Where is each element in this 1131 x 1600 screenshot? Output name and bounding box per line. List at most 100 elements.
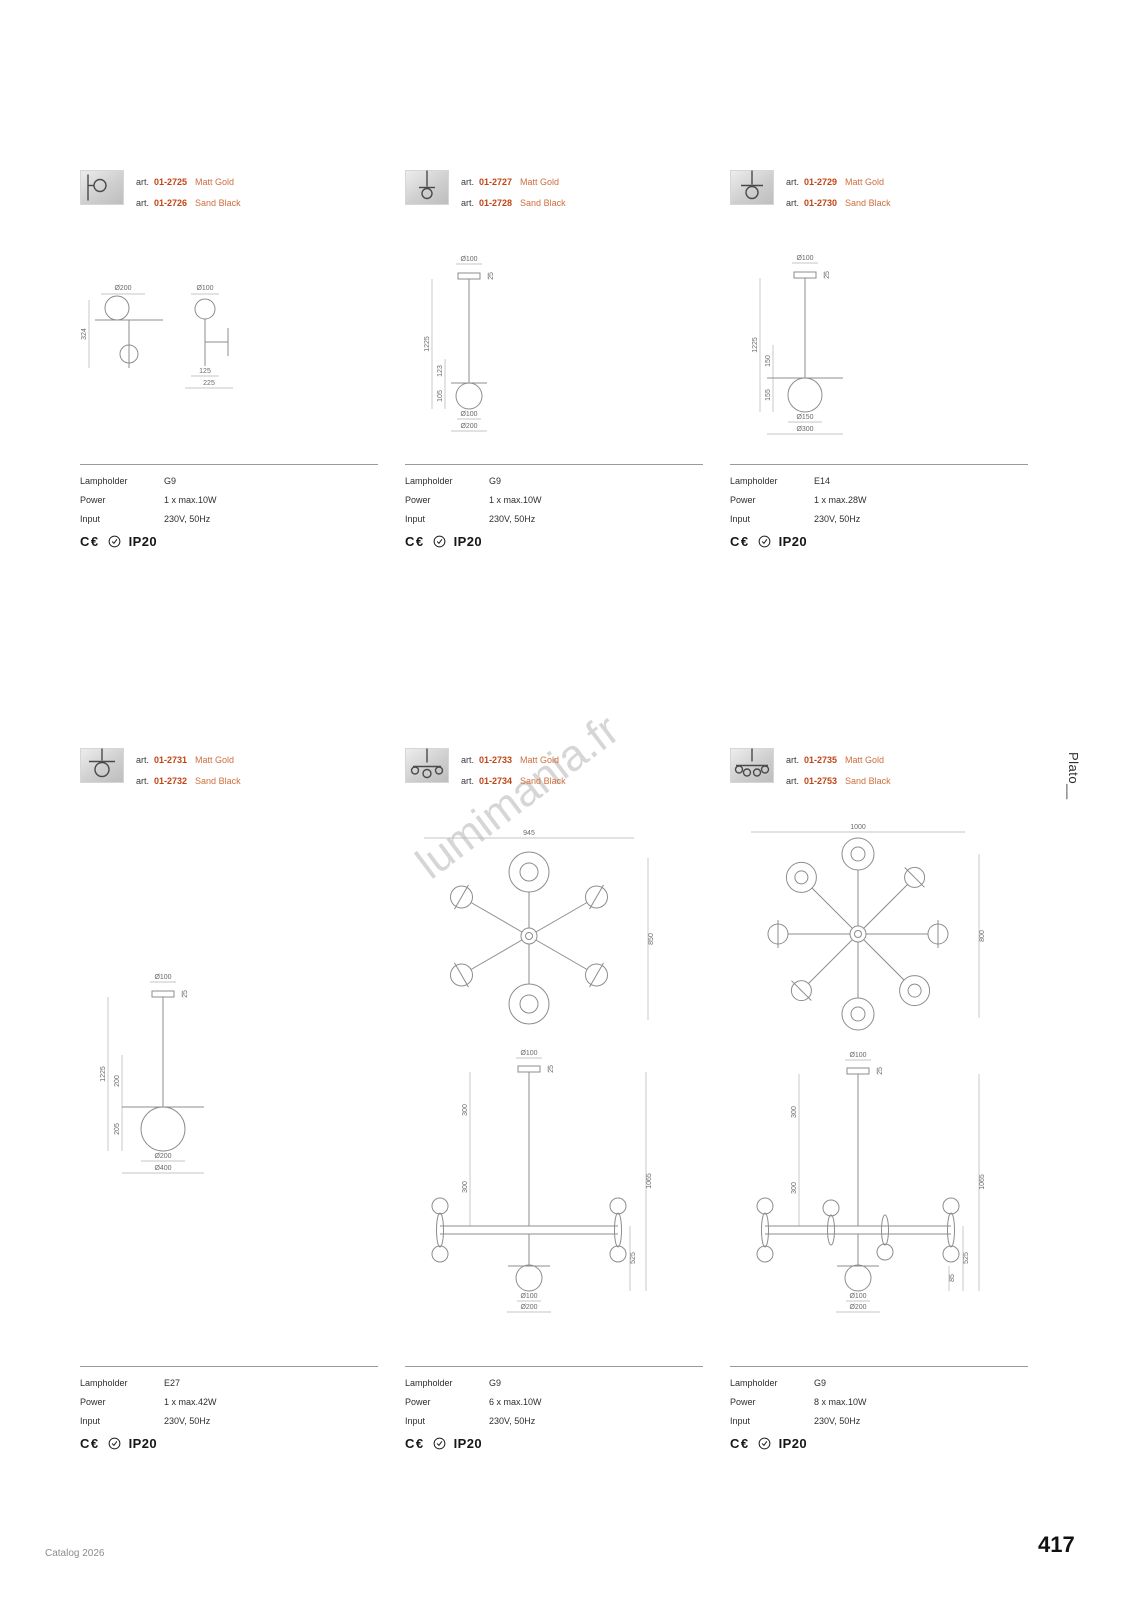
dim-label: 324 [81,328,88,340]
spec-label: Lampholder [80,476,128,486]
art-label: art. [136,755,150,765]
cert-icon [108,1437,121,1450]
spec-value: 6 x max.10W [489,1397,542,1407]
spec-value: 1 x max.10W [164,495,217,505]
variant-row: art. 01-2753 Sand Black [786,771,891,792]
spec-value: 1 x max.42W [164,1397,217,1407]
finish-name: Sand Black [195,776,241,786]
spec-value: 230V, 50Hz [489,1416,536,1426]
spec-label: Input [730,514,751,524]
dim-label: 155 [765,389,772,401]
cert-icon [758,1437,771,1450]
spec-label: Power [730,1397,756,1407]
footer-catalog-label: Catalog 2026 [45,1548,105,1559]
spec-label: Lampholder [730,476,778,486]
dim-label: 1065 [979,1174,986,1190]
dim-label: Ø100 [460,411,477,418]
dim-label: 800 [979,930,986,942]
dim-label: 25 [548,1065,555,1073]
finish-name: Matt Gold [195,177,235,187]
art-label: art. [786,776,800,786]
dim-label: 1225 [100,1066,107,1082]
ip-rating: IP20 [778,534,807,549]
ce-mark-icon: C€ [405,1436,425,1451]
dim-label: 300 [462,1104,469,1116]
dim-label: Ø200 [520,1304,537,1311]
art-number: 01-2730 [804,198,838,208]
art-label: art. [136,776,150,786]
spec-label: Lampholder [80,1378,128,1388]
certifications: C€ IP20 [405,1436,703,1451]
spec-value: 230V, 50Hz [814,514,861,524]
series-label: Plato__ [1066,752,1081,800]
ce-mark-icon: C€ [405,534,425,549]
dim-label: 85 [949,1274,956,1282]
spec-label: Power [405,495,431,505]
dim-label: Ø100 [849,1052,866,1059]
technical-drawing-chandelier-6: 945 850 Ø100 25 300 300 1065 525 Ø100 Ø2… [424,830,655,1313]
spec-label: Input [80,1416,101,1426]
technical-drawing-pendant: Ø100 25 1225 150 155 Ø150 Ø300 [752,255,843,435]
spec-label: Input [80,514,101,524]
technical-drawing-chandelier-8: 1000 800 Ø100 25 300 300 1065 525 85 [751,824,986,1313]
ip-rating: IP20 [128,534,157,549]
dim-label: 1000 [850,824,866,831]
art-label: art. [136,177,150,187]
dim-label: Ø300 [796,426,813,433]
spec-label: Lampholder [405,1378,453,1388]
dim-label: Ø200 [154,1153,171,1160]
dim-label: 25 [877,1067,884,1075]
spec-value: 230V, 50Hz [164,1416,211,1426]
dim-label: 1225 [752,337,759,353]
dim-label: Ø100 [460,256,477,263]
spec-value: G9 [164,476,177,486]
dim-label: 25 [182,990,189,998]
dim-label: Ø100 [796,255,813,262]
dim-label: Ø150 [796,414,813,421]
spec-value: G9 [814,1378,827,1388]
finish-name: Matt Gold [520,755,560,765]
art-label: art. [786,177,800,187]
ce-mark-icon: C€ [80,534,100,549]
art-number: 01-2753 [804,776,838,786]
certifications: C€ IP20 [80,1436,378,1451]
spec-label: Power [405,1397,431,1407]
ip-rating: IP20 [778,1436,807,1451]
dim-label: 300 [462,1181,469,1193]
art-label: art. [461,198,475,208]
dim-label: Ø100 [520,1050,537,1057]
spec-label: Input [730,1416,751,1426]
dim-label: 125 [199,368,211,375]
art-number: 01-2734 [479,776,513,786]
dim-label: 945 [523,830,535,837]
art-label: art. [461,776,475,786]
art-number: 01-2728 [479,198,513,208]
cert-icon [108,535,121,548]
spec-value: 230V, 50Hz [489,514,536,524]
dim-label: 300 [791,1106,798,1118]
finish-name: Sand Black [845,776,891,786]
dim-label: 205 [114,1123,121,1135]
dim-label: Ø100 [196,285,213,292]
certifications: C€ IP20 [730,534,1028,549]
spec-value: G9 [489,476,502,486]
spec-label: Power [80,1397,106,1407]
finish-name: Matt Gold [195,755,235,765]
dim-label: 25 [824,271,831,279]
spec-value: 1 x max.10W [489,495,542,505]
